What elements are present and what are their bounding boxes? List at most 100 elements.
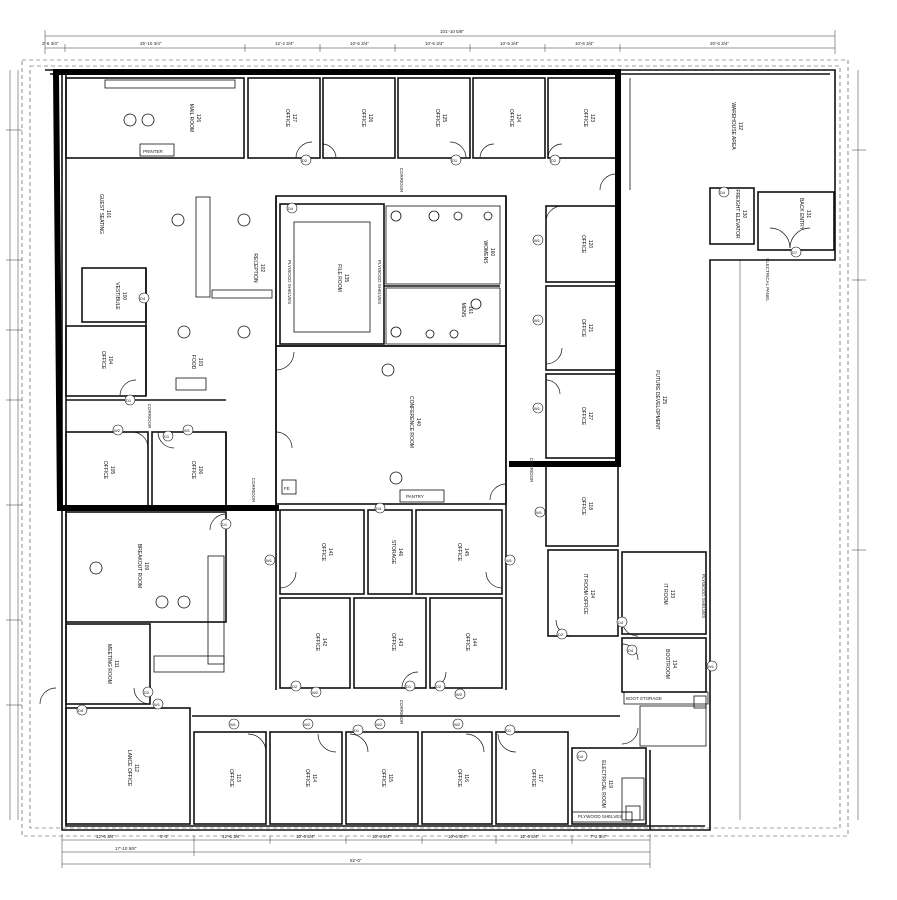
room-number: 117 — [537, 774, 543, 782]
room-number: 124 — [589, 590, 595, 599]
room-name: OFFICE — [100, 351, 106, 370]
misc-labels: PRINTER PANTRY BOOT STORAGE FE CORRIDOR … — [143, 149, 770, 819]
room-name: BOOTROOM — [664, 649, 670, 679]
room-name: OFFICE — [304, 769, 310, 788]
door-tag: W1 — [154, 702, 161, 707]
door-tag: W1 — [506, 558, 513, 563]
top-office-row — [65, 77, 631, 190]
door-tag: D1 — [222, 522, 228, 527]
exterior-walls — [45, 69, 836, 831]
dim-top-1: 2'-6 3/4" — [42, 41, 59, 46]
door-tag: W1 — [230, 722, 237, 727]
room-number: 127 — [587, 412, 593, 421]
room-number: 124 — [515, 114, 521, 123]
dim-bottom-8: 12'-6 3/4" — [520, 834, 539, 839]
room-number: 130 — [741, 210, 747, 219]
room-number: 144 — [471, 638, 477, 647]
room-number: 160 — [489, 248, 495, 257]
room-name: OFFICE — [390, 633, 396, 652]
room-number: 113 — [235, 774, 241, 782]
right-rooms — [545, 187, 835, 825]
plywood-label: PLYWOOD SHELVES — [701, 574, 706, 618]
room-name: OFFICE — [190, 461, 196, 480]
room-number: 134 — [671, 660, 677, 669]
door-tag: D4 — [288, 206, 294, 211]
door-tag: W1 — [266, 558, 273, 563]
dim-top-4: 10'-6 3/4" — [350, 41, 369, 46]
door-tag: D4 — [376, 506, 382, 511]
room-name: OFFICE — [464, 633, 470, 652]
door-tag: D2 — [436, 684, 442, 689]
room-name: MAIL ROOM — [188, 104, 194, 132]
corridor-label: CORRIDOR — [399, 168, 404, 193]
right-dimensions — [739, 70, 866, 820]
room-name: BACK ENTRY — [798, 198, 804, 231]
room-name: FOOD — [190, 355, 196, 370]
door-tag: D4 — [78, 708, 84, 713]
room-name: OFFICE — [314, 633, 320, 652]
room-number: 114 — [311, 774, 317, 782]
door-tag: W1 — [184, 428, 191, 433]
room-number: 146 — [397, 548, 403, 557]
corridor-label: CORRIDOR — [251, 478, 256, 503]
door-tag: W2 — [114, 428, 121, 433]
plywood-label: PLYWOOD SHELVES — [287, 260, 292, 304]
room-name: MEETING ROOM — [106, 644, 112, 684]
door-tag: D2 — [302, 158, 308, 163]
door-tag: W1 — [536, 510, 543, 515]
door-tags: D2 D1 D2 D4 W1 W1 W1 W1 D4 D1 W2 D1 W1 D… — [76, 154, 802, 762]
room-number: 119 — [607, 780, 613, 788]
room-number: 131 — [805, 210, 811, 219]
room-number: 120 — [587, 240, 593, 249]
room-name: OFFICE — [228, 769, 234, 788]
bottom-office-row — [192, 715, 633, 825]
door-swings — [39, 141, 811, 753]
dim-bottom-6: 10'-6 3/4" — [372, 834, 391, 839]
room-number: 132 — [737, 122, 743, 131]
dim-bottom-4: 12'-6 3/4" — [222, 834, 241, 839]
room-number: 121 — [587, 324, 593, 333]
room-name: FUTURE DEVELOPMENT — [654, 370, 660, 429]
room-number: 135 — [343, 274, 349, 283]
dim-top-8: 20'-6 3/4" — [710, 41, 729, 46]
room-name: FREIGHT ELEVATOR — [734, 189, 740, 238]
room-number: 102 — [259, 264, 265, 273]
room-number: 101 — [105, 210, 111, 219]
room-name: ELECTRICAL ROOM — [600, 760, 606, 808]
room-name: OFFICE — [434, 109, 440, 128]
door-tag: D1 — [406, 684, 412, 689]
printer-label: PRINTER — [143, 149, 164, 154]
door-tag: W1 — [534, 318, 541, 323]
door-tag: D4 — [720, 190, 726, 195]
room-number: 123 — [589, 114, 595, 123]
room-number: 126 — [195, 114, 201, 123]
corridor-label: CORRIDOR — [529, 458, 534, 483]
room-number: 118 — [587, 502, 593, 510]
room-number: 142 — [321, 638, 327, 647]
room-name: OFFICE — [360, 109, 366, 128]
room-name: FILE ROOM — [336, 264, 342, 292]
bottom-dimensions: 82'-0" 17'-10 5/8" 12'-6 3/4" 9'-1" 12'-… — [61, 834, 651, 868]
dim-overall-top: 101'-10 5/8" — [440, 29, 464, 34]
fixtures — [89, 113, 707, 821]
door-tag: W1 — [708, 664, 715, 669]
room-number: 125 — [661, 396, 667, 405]
door-tag: W2 — [376, 722, 383, 727]
door-tag: D1 — [506, 728, 512, 733]
room-name: GUEST SEATING — [98, 194, 104, 234]
door-tag: D2 — [551, 158, 557, 163]
room-name: IT ROOM — [662, 583, 668, 604]
room-name: OFFICE — [320, 543, 326, 562]
room-name: OFFICE — [582, 109, 588, 128]
room-number: 125 — [441, 114, 447, 123]
room-name: OFFICE — [284, 109, 290, 128]
dim-top-7: 10'-6 3/4" — [575, 41, 594, 46]
room-number: 140 — [415, 418, 421, 427]
dim-top-2: 25'-10 3/4" — [140, 41, 162, 46]
door-tag: D4 — [628, 648, 634, 653]
room-name: OFFICE — [456, 769, 462, 788]
room-number: 105 — [109, 466, 115, 475]
room-name: OFFICE — [508, 109, 514, 128]
room-number: 145 — [463, 548, 469, 557]
